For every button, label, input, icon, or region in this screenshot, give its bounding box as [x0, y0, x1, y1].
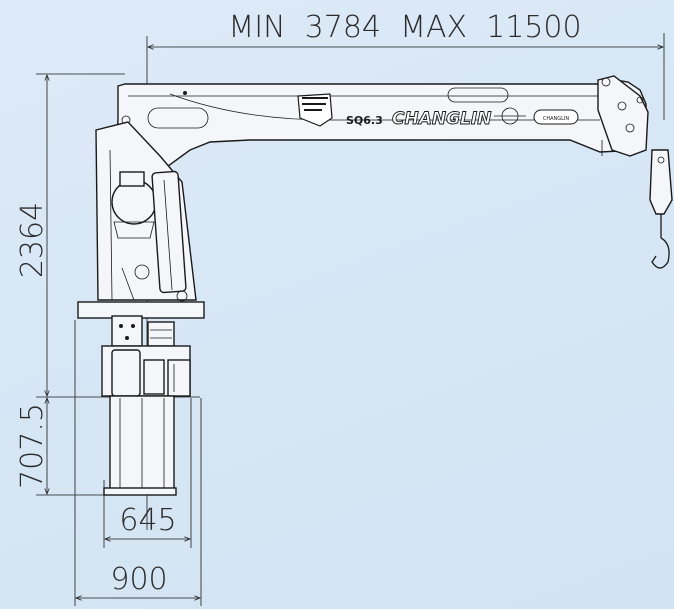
- boom-tip-plate: [597, 75, 649, 157]
- boom-slot: [147, 107, 209, 129]
- boom-slot-2: [447, 87, 509, 103]
- pedestal-window: [111, 349, 141, 397]
- hook: [651, 237, 670, 269]
- tip-pin-4: [636, 96, 644, 104]
- inner-width-dimension-label: 645: [119, 503, 176, 538]
- column-brace: [121, 267, 135, 301]
- boom-tip: [597, 75, 673, 269]
- dimension-base-height: 707.5: [15, 397, 110, 496]
- pedestal-side: [167, 359, 191, 397]
- crane-boom: SQ6.3 CHANGLIN CHANGLIN: [114, 77, 647, 179]
- base-height-dimension-label: 707.5: [15, 403, 50, 489]
- tip-pin-2: [617, 101, 627, 111]
- badge-decal-text: CHANGLIN: [543, 116, 570, 122]
- control-bolt-1: [119, 324, 123, 328]
- cylinder-pin: [176, 290, 188, 302]
- height-dimension-label: 2364: [15, 202, 50, 278]
- tip-pin-1: [601, 77, 611, 87]
- crane-base: [77, 301, 205, 496]
- outer-width-dimension-label: 900: [110, 562, 167, 597]
- model-decal: SQ6.3: [346, 114, 383, 127]
- motor-cap: [119, 171, 145, 187]
- span-dimension-label: MIN 3784 MAX 11500: [228, 10, 581, 45]
- control-block: [111, 315, 143, 347]
- tip-pin-3: [625, 123, 635, 133]
- dimension-base-widths: 645 900: [74, 320, 202, 606]
- valve-block: [147, 321, 175, 347]
- hook-block: [649, 149, 673, 215]
- badge-decal: [533, 109, 579, 125]
- dimension-height: 2364: [15, 73, 200, 398]
- motor-base: [113, 221, 155, 239]
- boom-bolt: [183, 91, 187, 95]
- dimension-top-span: MIN 3784 MAX 11500: [146, 10, 665, 530]
- column-edge: [109, 149, 113, 301]
- logo-emblem-stripes: [302, 97, 328, 111]
- hook-block-pin: [657, 156, 665, 164]
- column-hole: [134, 264, 150, 280]
- luffing-cylinder: [151, 170, 187, 294]
- cylinder-rod: [163, 179, 173, 291]
- pedestal-bracket: [143, 359, 165, 395]
- control-bolt-3: [125, 336, 129, 340]
- crane-column: [95, 121, 197, 302]
- brand-decal: CHANGLIN: [392, 109, 491, 129]
- foot-plate: [103, 487, 177, 496]
- control-bolt-2: [131, 324, 135, 328]
